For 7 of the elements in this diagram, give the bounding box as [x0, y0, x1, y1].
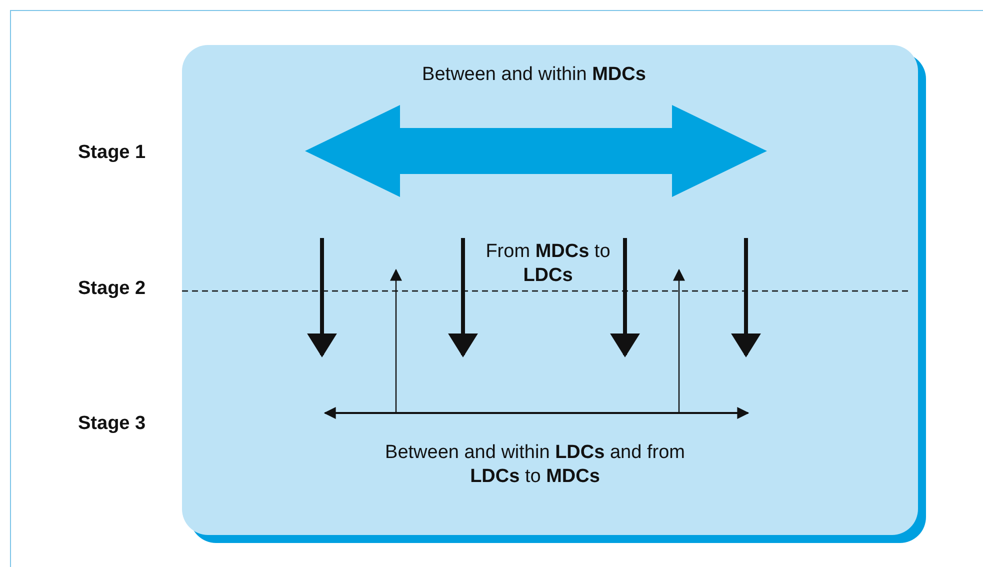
- arrow-caption: From MDCs to LDCs: [484, 240, 612, 288]
- arrow-caption: Between and within LDCs and from LDCs to MDCs: [384, 441, 686, 489]
- stage-label: Stage 2: [78, 278, 146, 300]
- stage-label: Stage 3: [78, 413, 146, 435]
- stage-label: Stage 1: [78, 142, 146, 164]
- stage-panel: [182, 45, 918, 535]
- arrow-caption: Between and within MDCs: [421, 63, 647, 87]
